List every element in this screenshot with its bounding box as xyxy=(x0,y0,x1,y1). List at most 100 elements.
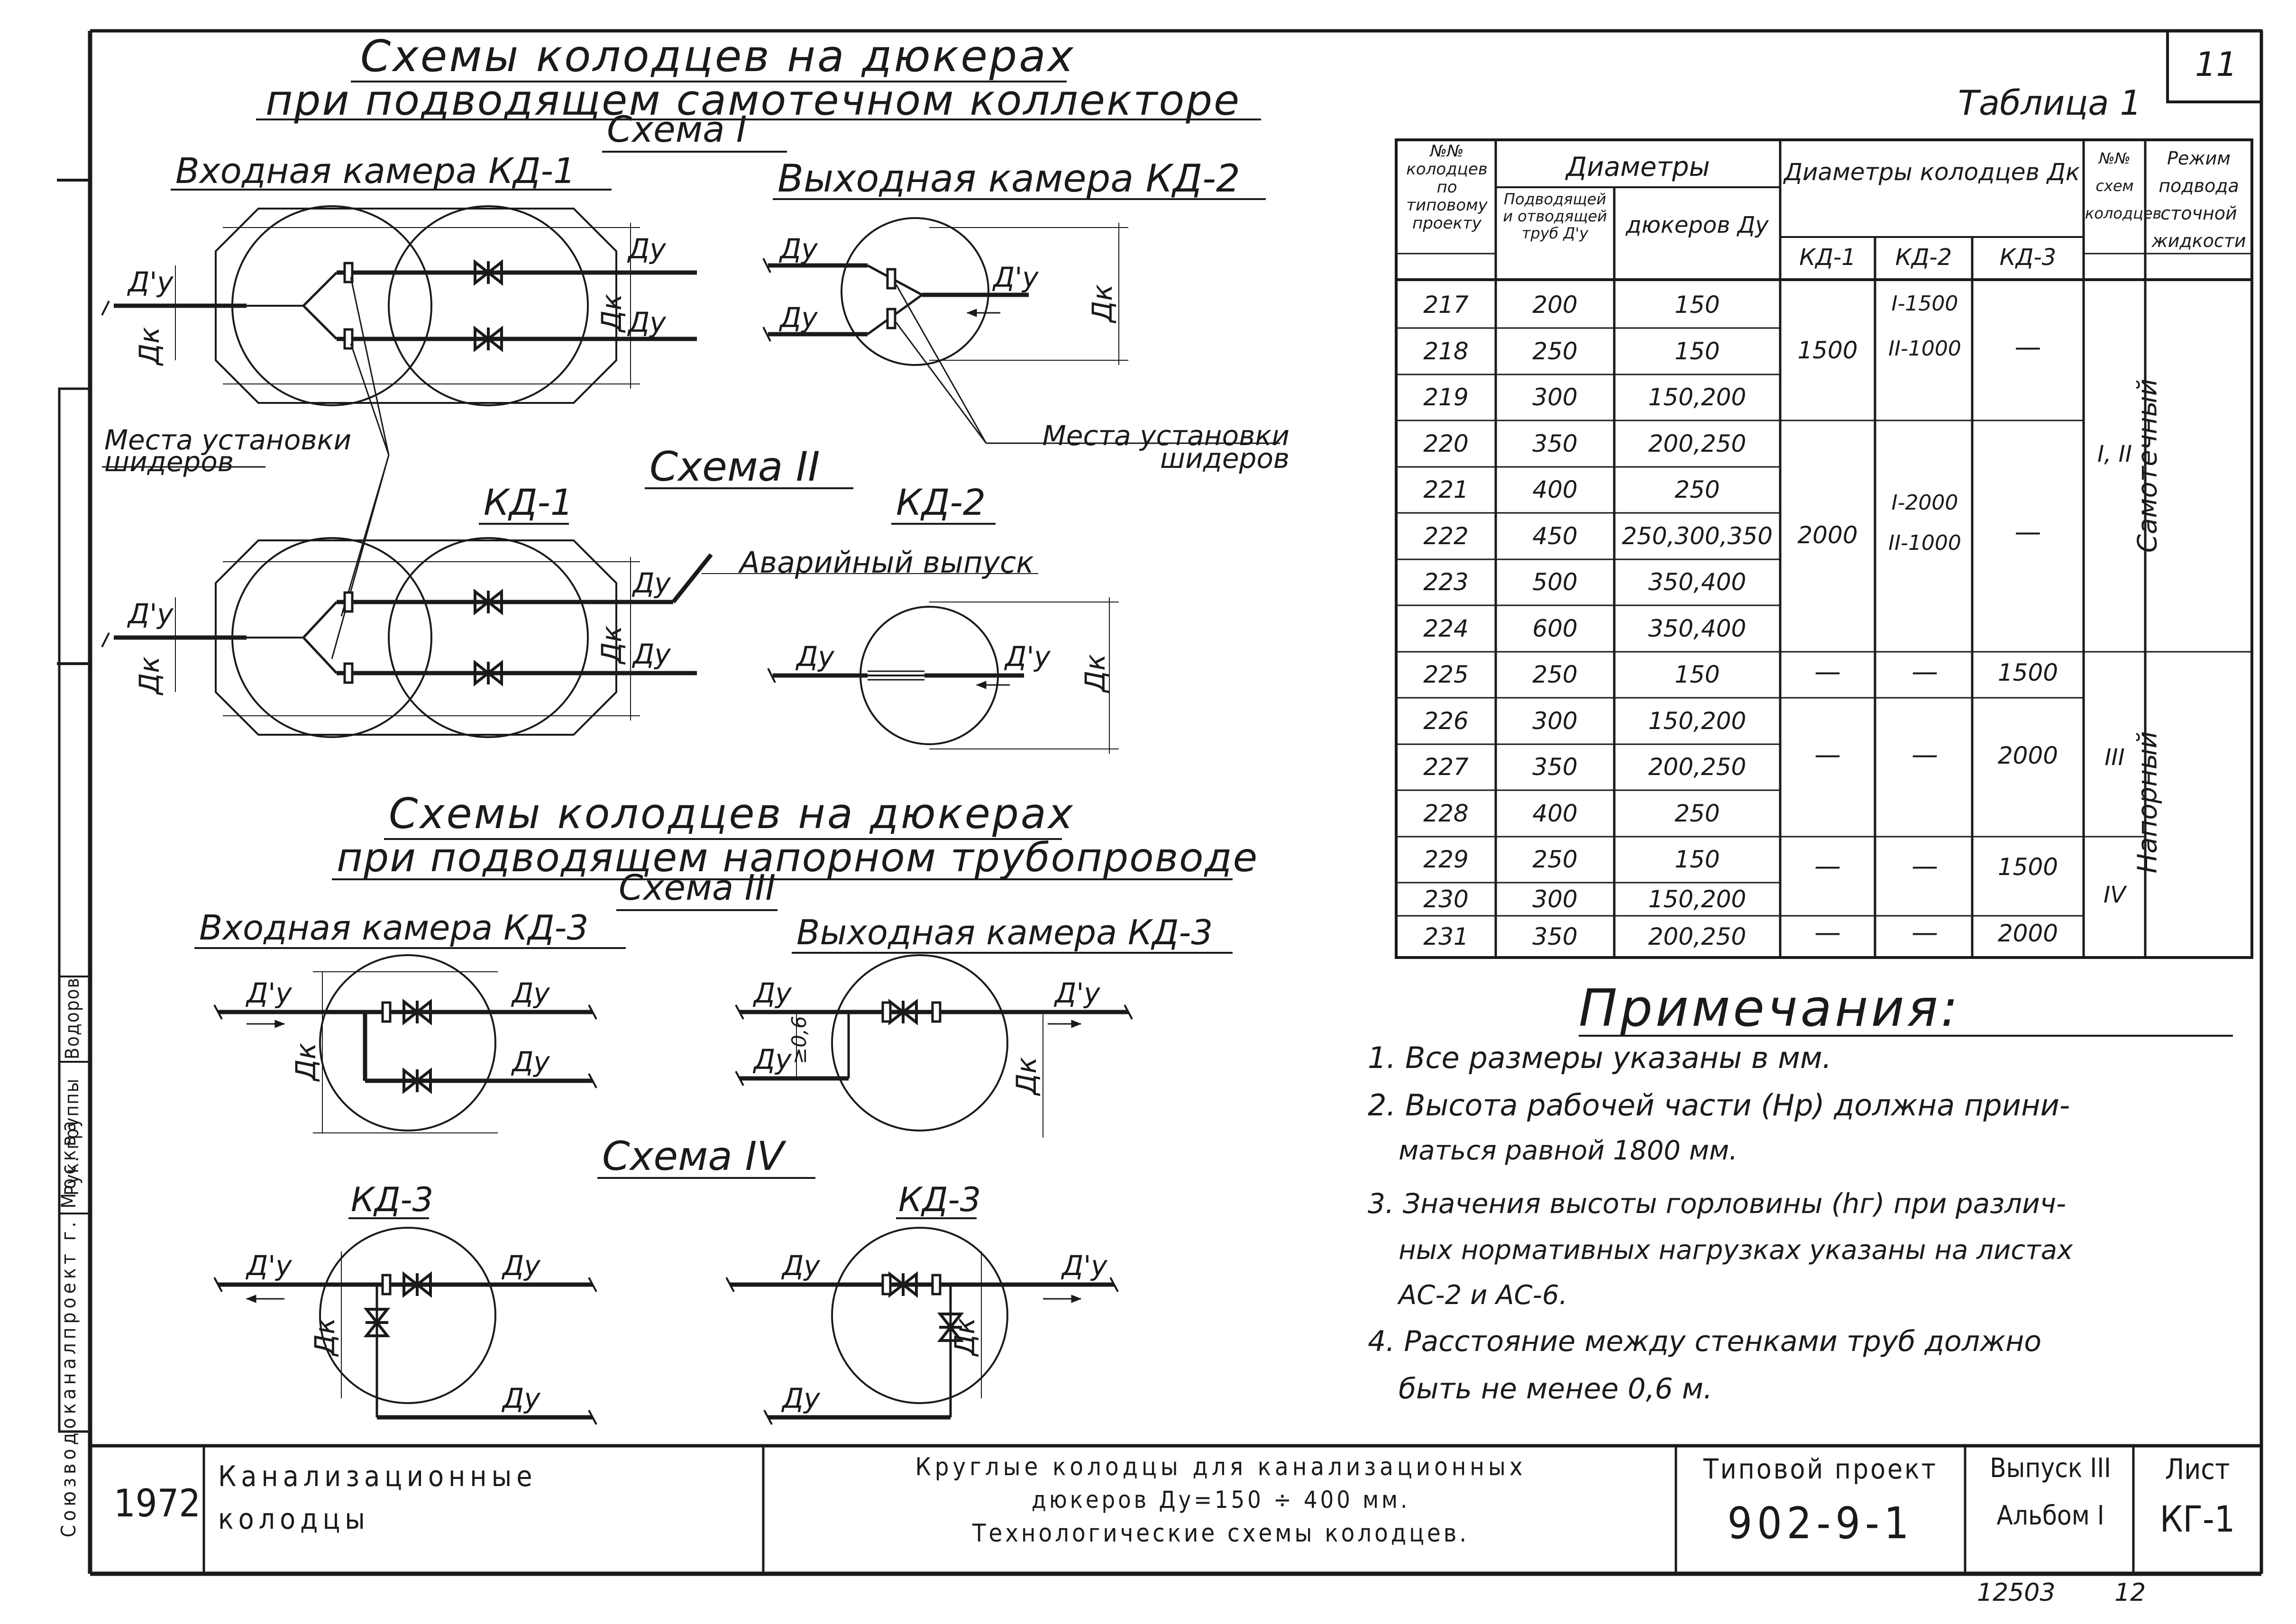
label-scheme-2: Схема II xyxy=(649,443,820,491)
label-scheme-3: Схема III xyxy=(619,867,776,908)
label-scheme-4: Схема IV xyxy=(602,1133,784,1179)
scheme3-inlet-kd3-drawing xyxy=(213,954,597,1133)
cell-kd2-217-a: I-1500 xyxy=(1891,292,1958,316)
table-cell-duker-diameter: 150,200 xyxy=(1648,383,1747,411)
cell-kd2-225: — xyxy=(1912,657,1938,687)
note-1: 1. Все размеры указаны в мм. xyxy=(1368,1040,1832,1075)
label-inlet-kd3: Входная камера КД-3 xyxy=(199,908,589,948)
lbl-du: Ду xyxy=(627,233,666,265)
table-cell-well-no: 224 xyxy=(1423,615,1469,642)
table-cell-duker-diameter: 200,250 xyxy=(1648,923,1747,950)
table-cell-duker-diameter: 250,300,350 xyxy=(1621,522,1773,550)
cell-kd2-226-228: — xyxy=(1912,739,1938,770)
stamp-title-line1: Круглые колодцы для канализационных xyxy=(915,1453,1527,1481)
cell-kd3-217-219: — xyxy=(2014,332,2041,363)
cell-kd3-220-224: — xyxy=(2014,517,2041,547)
label-scheme-1: Схема I xyxy=(607,108,747,150)
cell-scheme-III: III xyxy=(2104,744,2125,771)
lbl-dk: Дк xyxy=(309,1318,341,1357)
stamp-title-line3: Технологические схемы колодцев. xyxy=(972,1519,1470,1548)
stamp-project-label: Типовой проект xyxy=(1703,1453,1938,1485)
lbl-dk: Дк xyxy=(133,327,165,366)
cell-kd1-229-230: — xyxy=(1814,851,1841,882)
cell-kd2-220-b: II-1000 xyxy=(1888,531,1961,555)
title-block-grid xyxy=(90,1444,2261,1574)
cell-kd2-220-a: I-2000 xyxy=(1891,491,1958,515)
cell-kd3-226-228: 2000 xyxy=(1997,742,2058,769)
lbl-dim-06: ≥0,6 xyxy=(787,1016,811,1064)
lbl-dk: Дк xyxy=(595,626,628,665)
lbl-dk: Дк xyxy=(1010,1057,1043,1096)
table-cell-supply-diameter: 400 xyxy=(1532,800,1578,827)
stamp-name-line1: Канализационные xyxy=(218,1460,537,1493)
label-gate-places-right: Места установки шидеров xyxy=(1042,420,1290,474)
lbl-du: Ду xyxy=(631,638,671,670)
scheme2-kd1-drawing xyxy=(101,537,1038,738)
table-cell-supply-diameter: 300 xyxy=(1532,885,1578,913)
label-gate-places-left: Места установки шидеров xyxy=(104,424,352,478)
cell-kd2-231: — xyxy=(1912,917,1938,948)
table-cell-duker-diameter: 200,250 xyxy=(1648,753,1747,781)
cell-regime-gravity: Самотечный xyxy=(2132,378,2163,553)
table-cell-supply-diameter: 450 xyxy=(1532,522,1578,550)
lbl-dk: Дк xyxy=(595,294,628,333)
lbl-dk: Дк xyxy=(290,1043,322,1082)
table-cell-well-no: 229 xyxy=(1423,846,1469,873)
footer-page: 12 xyxy=(2114,1578,2146,1607)
table-cell-supply-diameter: 350 xyxy=(1532,753,1578,781)
table-cell-duker-diameter: 150,200 xyxy=(1648,885,1747,913)
note-3a: 3. Значения высоты горловины (hг) при ра… xyxy=(1368,1187,2066,1220)
cell-kd2-217-b: II-1000 xyxy=(1888,337,1961,361)
table-cell-well-no: 231 xyxy=(1423,923,1469,950)
subtitle-pressure-pipe: при подводящем напорном трубопроводе xyxy=(337,834,1259,881)
label-kd3-right: КД-3 xyxy=(898,1180,981,1219)
cell-kd3-225: 1500 xyxy=(1997,659,2058,686)
label-emergency-outlet: Аварийный выпуск xyxy=(740,545,1034,580)
table-cell-duker-diameter: 150 xyxy=(1674,338,1720,365)
scheme2-kd2-drawing xyxy=(767,597,1119,754)
label-outlet-kd3: Выходная камера КД-3 xyxy=(796,912,1213,952)
lbl-du: Ду xyxy=(778,233,818,265)
table-cell-duker-diameter: 150 xyxy=(1674,291,1720,319)
table-cell-well-no: 228 xyxy=(1423,800,1469,827)
table-cell-supply-diameter: 600 xyxy=(1532,615,1578,642)
table-cell-supply-diameter: 250 xyxy=(1532,661,1578,688)
th-kd1: КД-1 xyxy=(1799,244,1856,271)
table-cell-duker-diameter: 150,200 xyxy=(1648,707,1747,735)
table-cell-supply-diameter: 500 xyxy=(1532,568,1578,596)
table-cell-duker-diameter: 150 xyxy=(1674,846,1720,873)
note-4a: 4. Расстояние между стенками труб должно xyxy=(1368,1325,2042,1358)
note-3c: АС-2 и АС-6. xyxy=(1399,1280,1568,1311)
table-cell-well-no: 221 xyxy=(1423,476,1469,503)
label-kd3-left: КД-3 xyxy=(351,1180,434,1219)
title-scheme-group-2: Схемы колодцев на дюкерах xyxy=(389,789,1075,838)
stamp-issue: Выпуск III xyxy=(1990,1453,2111,1484)
label-kd2: КД-2 xyxy=(896,481,986,523)
table-cell-duker-diameter: 250 xyxy=(1674,800,1720,827)
table-cell-supply-diameter: 250 xyxy=(1532,846,1578,873)
cell-scheme-I-II: I, II xyxy=(2097,441,2132,467)
title-underlines xyxy=(171,81,2233,1219)
lbl-dk: Дк xyxy=(133,657,165,696)
scheme1-inlet-kd1-drawing xyxy=(101,205,697,406)
lbl-du: Ду xyxy=(781,1250,820,1282)
th-diameters: Диаметры xyxy=(1566,152,1710,182)
th-regime: Режим подвода сточной жидкости xyxy=(2151,148,2246,251)
lbl-du-prime: Д'у xyxy=(127,598,174,630)
note-4b: быть не менее 0,6 м. xyxy=(1399,1372,1713,1405)
cell-kd1-225: — xyxy=(1814,657,1841,687)
lbl-du-prime: Д'у xyxy=(992,261,1039,293)
lbl-du-prime: Д'у xyxy=(245,1250,292,1282)
drawing-labels: Д'у Ду Ду Дк Дк Ду Ду Д'у Дк Д'у Ду Ду Д… xyxy=(127,233,1118,1414)
table-cell-duker-diameter: 200,250 xyxy=(1648,430,1747,457)
th-well-diameters: Диаметры колодцев Дк xyxy=(1784,158,2080,186)
lbl-du: Ду xyxy=(795,640,834,673)
lbl-du: Ду xyxy=(511,977,550,1009)
subtitle-gravity-collector: при подводящем самотечном коллекторе xyxy=(265,76,1241,125)
cell-kd3-231: 2000 xyxy=(1997,920,2058,947)
table-cell-well-no: 230 xyxy=(1423,885,1469,913)
lbl-du: Ду xyxy=(631,567,671,599)
cell-kd1-226-228: — xyxy=(1814,739,1841,770)
th-dukers: дюкеров Ду xyxy=(1626,212,1769,238)
